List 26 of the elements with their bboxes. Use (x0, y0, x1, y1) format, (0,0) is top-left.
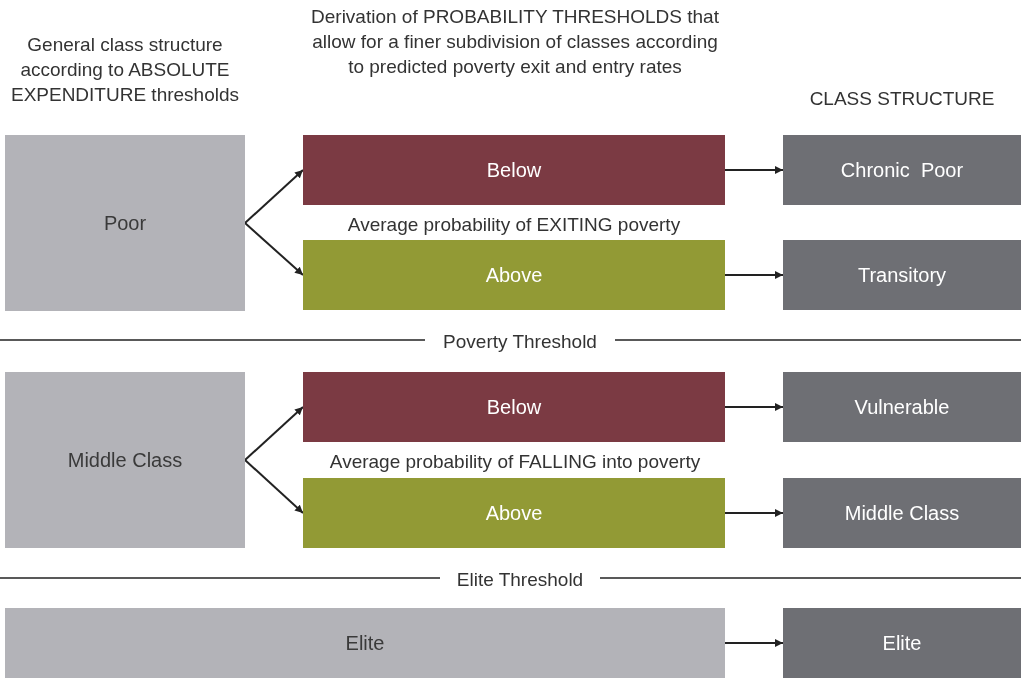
class-structure-box: Middle Class (783, 478, 1021, 548)
above-box: Above (303, 240, 725, 310)
arrow (244, 459, 304, 514)
class-box: Middle Class (5, 372, 245, 548)
below-box: Below (303, 135, 725, 205)
class-structure-box: Elite (783, 608, 1021, 678)
arrow (724, 271, 784, 279)
arrow (244, 169, 304, 224)
arrow (244, 406, 304, 461)
class-structure-box: Transitory (783, 240, 1021, 310)
column-heading: Derivation of PROBABILITY THRESHOLDS that allow for a finer subdivision of classes according to predicted poverty exit and entry rates (310, 5, 720, 79)
above-box: Above (303, 478, 725, 548)
column-heading: CLASS STRUCTURE (808, 87, 996, 111)
arrow (724, 166, 784, 174)
probability-label: Average probability of FALLING into poverty (328, 450, 702, 474)
arrow (724, 509, 784, 517)
arrow (724, 403, 784, 411)
below-box: Below (303, 372, 725, 442)
class-structure-box: Chronic Poor (783, 135, 1021, 205)
class-box: Poor (5, 135, 245, 311)
class-structure-box: Vulnerable (783, 372, 1021, 442)
probability-label: Average probability of EXITING poverty (346, 213, 682, 237)
arrow (724, 639, 784, 647)
column-heading: General class structure according to ABSOLUTE EXPENDITURE thresholds (9, 33, 241, 107)
arrow (244, 222, 304, 276)
class-box: Elite (5, 608, 725, 678)
